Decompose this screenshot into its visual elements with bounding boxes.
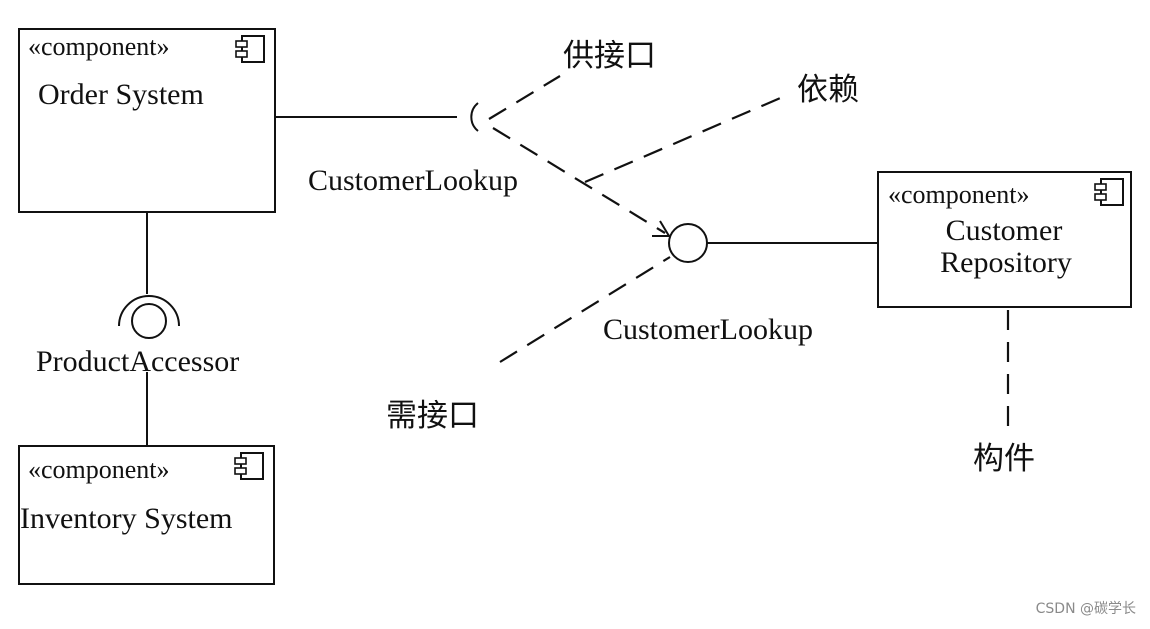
customer-repository-name-line1: Customer <box>946 214 1063 247</box>
order-system-box <box>18 28 276 213</box>
component-icon <box>234 452 264 480</box>
component-icon <box>235 35 265 63</box>
provided-interface-ball-icon <box>668 223 708 263</box>
annotation-provided-interface: 供接口 <box>563 38 656 74</box>
customer-repository-box <box>877 171 1132 308</box>
component-icon <box>1094 178 1124 206</box>
dependency-arrow-line <box>492 127 666 234</box>
customer-lookup-required-label: CustomerLookup <box>308 164 518 197</box>
dependency-arrowhead-icon <box>652 220 671 237</box>
customer-repository-name-line2: Repository <box>940 246 1072 279</box>
required-interface-socket-icon <box>470 102 479 132</box>
product-accessor-socket-icon <box>118 295 180 327</box>
inventory-system-stereotype: «component» <box>28 455 170 484</box>
order-system-stereotype: «component» <box>28 32 170 61</box>
component-inventory-system: «component» Inventory System <box>18 445 275 585</box>
customer-repository-stereotype: «component» <box>888 180 1030 209</box>
product-accessor-ball-icon <box>131 303 167 339</box>
annotation-dependency: 依赖 <box>797 72 859 108</box>
annotation-required-interface: 需接口 <box>386 398 479 434</box>
callout-required-interface-line <box>499 256 671 363</box>
callout-provided-interface-line <box>488 75 561 120</box>
component-order-system: «component» Order System <box>18 28 276 213</box>
callout-dependency-line <box>584 94 786 184</box>
annotation-component: 构件 <box>973 441 1035 477</box>
order-system-name: Order System <box>38 78 204 111</box>
connectors <box>146 116 878 446</box>
product-accessor-label: ProductAccessor <box>36 345 239 378</box>
dashed-lines <box>488 75 1010 430</box>
component-customer-repository: «component» Customer Repository <box>877 171 1132 308</box>
interface-symbols <box>118 102 708 339</box>
inventory-system-name: Inventory System <box>20 502 232 535</box>
watermark: CSDN @碳学长 <box>1036 601 1136 617</box>
inventory-system-box <box>18 445 275 585</box>
customer-lookup-provided-label: CustomerLookup <box>603 313 813 346</box>
